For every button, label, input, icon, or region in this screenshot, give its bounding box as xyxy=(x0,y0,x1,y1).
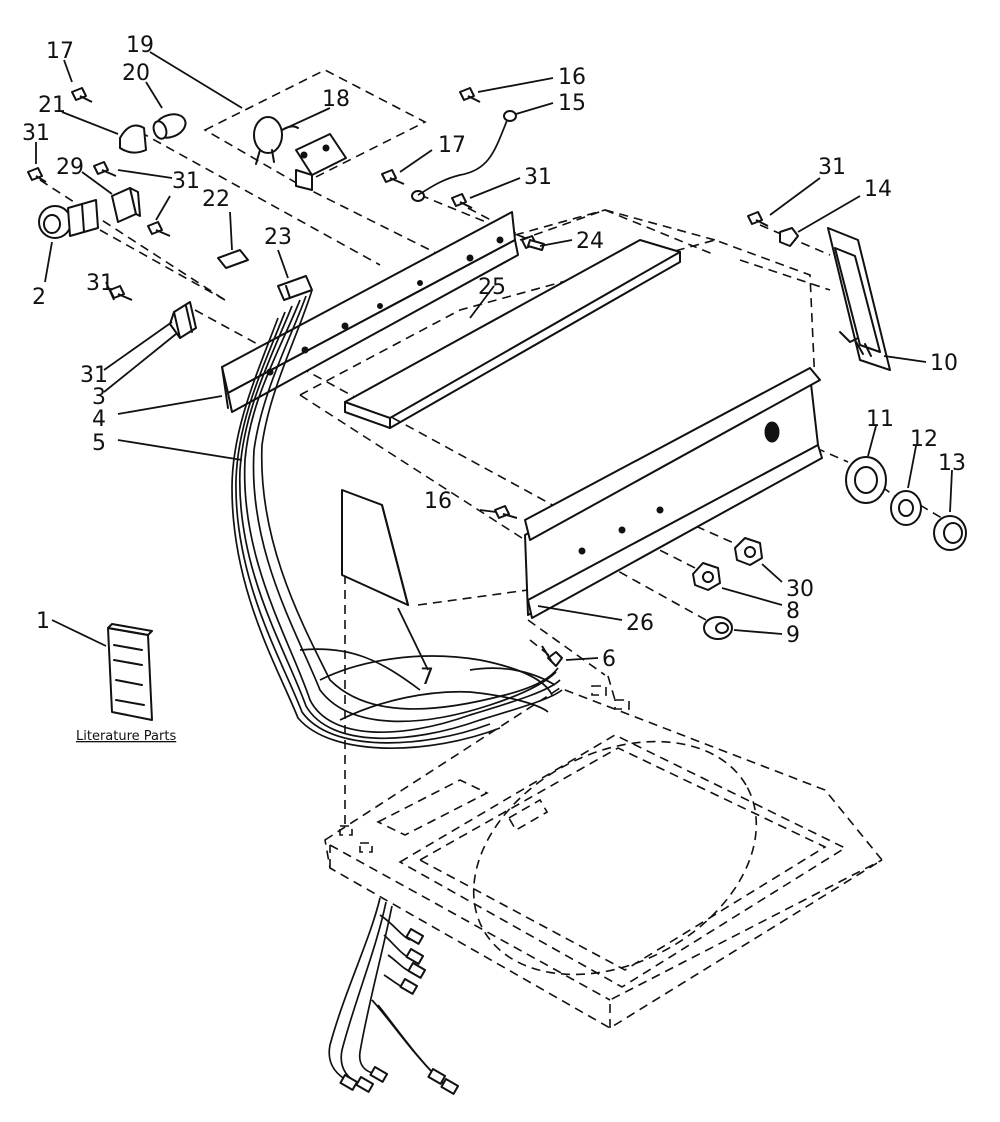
label-16-lower: 16 xyxy=(424,489,452,514)
label-18: 18 xyxy=(322,87,350,112)
label-7: 7 xyxy=(420,665,434,690)
label-29: 29 xyxy=(56,155,84,180)
label-13: 13 xyxy=(938,451,966,476)
part-24-pin xyxy=(527,239,545,251)
label-1: 1 xyxy=(36,609,50,634)
label-5: 5 xyxy=(92,431,106,456)
label-26: 26 xyxy=(626,611,654,636)
part-20-capacitor xyxy=(152,113,187,140)
label-31-near-29: 31 xyxy=(172,169,200,194)
leader-lines xyxy=(35,51,953,671)
label-31-center: 31 xyxy=(524,165,552,190)
part-18-timer-motor xyxy=(253,116,299,165)
label-30: 30 xyxy=(786,577,814,602)
label-2: 2 xyxy=(32,285,46,310)
part-3-clip xyxy=(169,301,197,339)
label-20: 20 xyxy=(122,61,150,86)
label-21: 21 xyxy=(38,93,66,118)
label-10: 10 xyxy=(930,351,958,376)
part-10-end-cap xyxy=(827,227,891,371)
part-7-panel-insert xyxy=(341,489,409,606)
part-30-nut xyxy=(734,537,763,566)
part-14-clip xyxy=(779,227,799,247)
part-8-nut xyxy=(692,562,721,591)
top-cabinet xyxy=(324,685,884,1029)
part-29-terminal-block xyxy=(111,187,141,223)
part-9-nut xyxy=(703,616,733,640)
label-9: 9 xyxy=(786,623,800,648)
part-4-control-bracket xyxy=(221,211,519,413)
label-12: 12 xyxy=(910,427,938,452)
part-21-bracket xyxy=(119,124,147,154)
label-17-upper-left: 17 xyxy=(46,39,74,64)
part-15-ground-wire xyxy=(417,110,517,196)
label-31-mid-left: 31 xyxy=(86,271,114,296)
console-body-outline xyxy=(299,209,816,541)
part-11-ring xyxy=(845,456,887,504)
part-5-wire-harness xyxy=(231,289,563,749)
label-14: 14 xyxy=(864,177,892,202)
part-23-connector xyxy=(277,275,313,301)
label-16-top: 16 xyxy=(558,65,586,90)
part-1-literature-booklet xyxy=(107,623,153,721)
label-25: 25 xyxy=(478,275,506,300)
part-19-bracket xyxy=(295,133,347,191)
lower-wire-harness xyxy=(328,897,460,1095)
label-31-right: 31 xyxy=(818,155,846,180)
part-2-switch xyxy=(38,199,99,239)
label-19: 19 xyxy=(126,33,154,58)
label-17-center: 17 xyxy=(438,133,466,158)
part-12-washer xyxy=(890,490,922,526)
literature-parts-caption: Literature Parts xyxy=(76,729,176,744)
label-23: 23 xyxy=(264,225,292,250)
label-6: 6 xyxy=(602,647,616,672)
label-15: 15 xyxy=(558,91,586,116)
label-24: 24 xyxy=(576,229,604,254)
part-26-control-panel xyxy=(524,367,823,619)
label-8: 8 xyxy=(786,599,800,624)
part-13-knob xyxy=(933,515,967,551)
part-22-clip xyxy=(217,249,249,269)
label-31-upper-left: 31 xyxy=(22,121,50,146)
part-number-labels: 17 19 20 21 31 29 31 22 2 23 18 17 16 15… xyxy=(22,33,966,690)
label-11: 11 xyxy=(866,407,894,432)
label-3: 3 xyxy=(92,385,106,410)
label-4: 4 xyxy=(92,407,106,432)
part-25-trim-strip xyxy=(344,239,681,429)
label-31-lower-left: 31 xyxy=(80,363,108,388)
label-22: 22 xyxy=(202,187,230,212)
